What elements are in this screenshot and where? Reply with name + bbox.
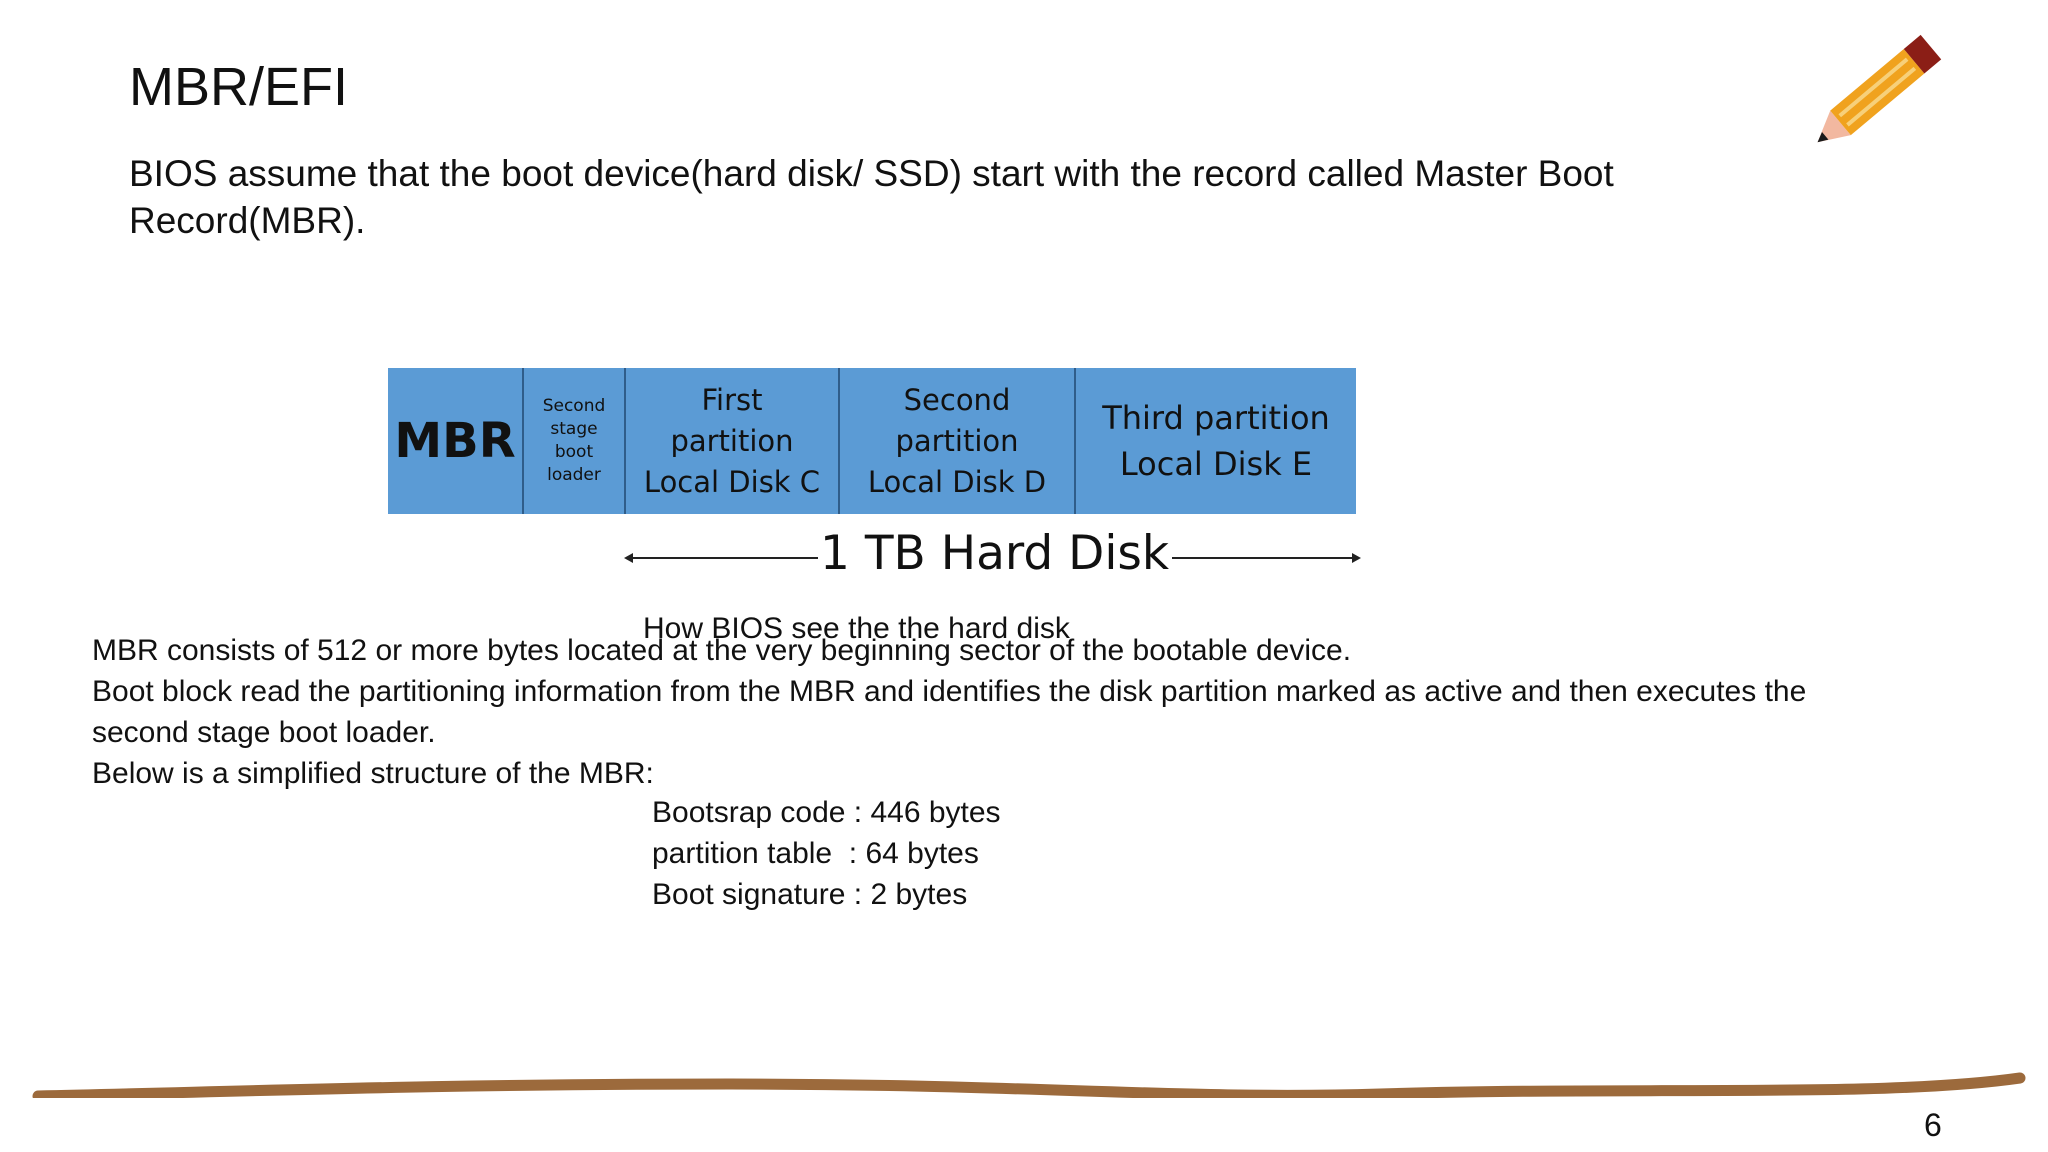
page-number: 6 xyxy=(1924,1107,1942,1143)
mbr-structure-list: Bootsrap code : 446 bytes partition table… xyxy=(652,792,1001,915)
segment-second-stage-boot-loader: Second stage boot loader xyxy=(524,368,626,514)
arrow-left-line xyxy=(630,557,818,559)
body-line: Below is a simplified structure of the M… xyxy=(92,757,654,790)
arrow-right-head-icon xyxy=(1352,553,1361,563)
structure-item: partition table : 64 bytes xyxy=(652,837,979,870)
segment-second-partition: Second partition Local Disk D xyxy=(840,368,1076,514)
arrow-right-line xyxy=(1172,557,1354,559)
disk-size-label: 1 TB Hard Disk xyxy=(820,526,1170,581)
ground-line xyxy=(32,1072,2026,1098)
slide-subtitle: BIOS assume that the boot device(hard di… xyxy=(129,153,1614,241)
segment-mbr: MBR xyxy=(388,368,524,514)
pencil-icon xyxy=(1817,34,1942,143)
segment-first-partition: First partition Local Disk C xyxy=(626,368,840,514)
diagram-caption: How BIOS see the the hard disk xyxy=(643,612,1070,645)
segment-third-partition: Third partition Local Disk E xyxy=(1102,399,1330,483)
arrow-left-head-icon xyxy=(624,553,633,563)
slide-title: MBR/EFI xyxy=(129,57,349,117)
body-text: MBR consists of 512 or more bytes locate… xyxy=(92,630,1872,794)
body-line: MBR consists of 512 or more bytes locate… xyxy=(92,634,1352,667)
structure-item: Bootsrap code : 446 bytes xyxy=(652,796,1001,829)
hard-disk-diagram: MBR Second stage boot loader First parti… xyxy=(388,368,1356,514)
body-line: Boot block read the partitioning informa… xyxy=(92,675,1807,749)
structure-item: Boot signature : 2 bytes xyxy=(652,878,968,911)
